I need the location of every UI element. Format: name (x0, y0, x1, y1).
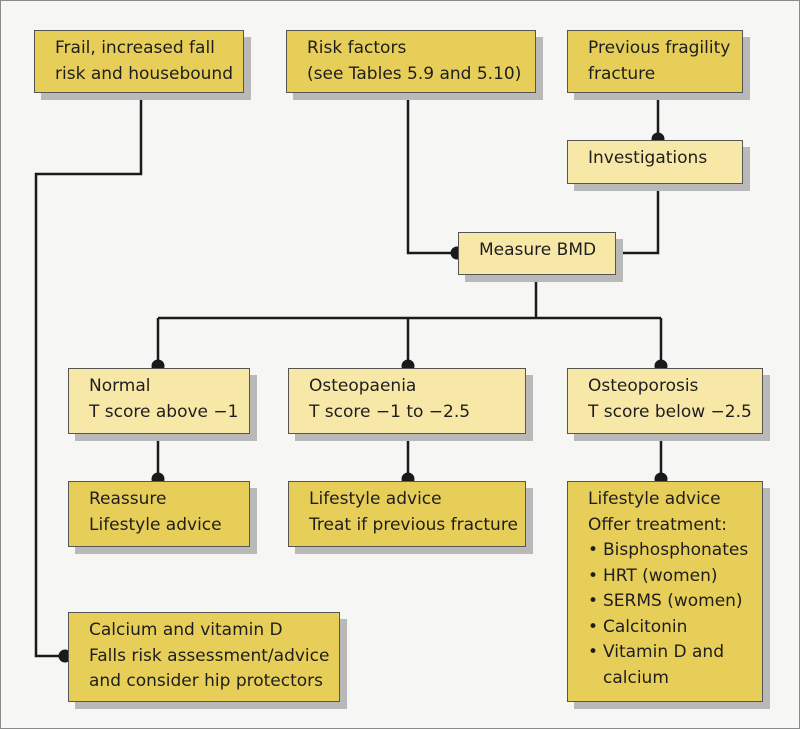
treatment-item: •Bisphosphonates (588, 538, 748, 564)
bullet-icon: • (588, 540, 599, 560)
box-normal-line-1: Normal (89, 376, 151, 396)
box-risk-factors: Risk factors (see Tables 5.9 and 5.10) (286, 30, 536, 93)
box-lifestyle-treat: Lifestyle advice Treat if previous fract… (288, 481, 526, 547)
treatment-item: calcium (588, 666, 744, 692)
connector-frail-to-calcium (34, 93, 143, 658)
bullet-icon: • (588, 616, 599, 637)
box-previous-fracture: Previous fragility fracture (567, 30, 743, 93)
treatment-item: •SERMS (women) (588, 589, 744, 615)
box-normal-line-2: T score above −1 (89, 401, 239, 422)
treatment-item-label: Bisphosphonates (603, 540, 749, 560)
box-osteopaenia-line-2: T score −1 to −2.5 (309, 401, 471, 422)
box-investigations-label: Investigations (588, 148, 708, 168)
treatment-item: •HRT (women) (588, 564, 744, 590)
box-reassure-line-2: Lifestyle advice (89, 514, 222, 535)
box-osteopaenia-line-1: Osteopaenia (309, 376, 417, 396)
box-osteoporosis-line-2: T score below −2.5 (588, 401, 752, 422)
box-fracture-line-1: Previous fragility (588, 38, 731, 58)
box-osteoporosis-line-1: Osteoporosis (588, 376, 699, 396)
box-frail-housebound: Frail, increased fall risk and houseboun… (34, 30, 244, 93)
box-osteopaenia: Osteopaenia T score −1 to −2.5 (288, 368, 526, 434)
treatment-item-label: Vitamin D and (603, 642, 725, 662)
treatment-item-label: SERMS (women) (603, 591, 743, 611)
box-frail-line-2: risk and housebound (55, 63, 234, 84)
box-calcium-line-3: and consider hip protectors (89, 671, 324, 691)
box-bmd-label: Measure BMD (479, 240, 597, 260)
treatment-item: •Vitamin D and (588, 640, 744, 666)
box-calcium-line-2: Falls risk assessment/advice (89, 645, 330, 666)
connector-investigations-to-bmd (616, 184, 660, 255)
box-risk-line-1: Risk factors (307, 38, 407, 58)
box-lifestyle-line-1: Lifestyle advice (309, 489, 442, 509)
treatment-item-label: Calcitonin (603, 616, 688, 637)
box-risk-line-2: (see Tables 5.9 and 5.10) (307, 63, 522, 84)
connector-risk-to-bmd (406, 93, 457, 255)
box-lifestyle-line-2: Treat if previous fracture (309, 514, 518, 535)
treatment-list: •Bisphosphonates•HRT (women)•SERMS (wome… (588, 538, 748, 692)
bullet-icon: • (588, 565, 599, 586)
box-investigations: Investigations (567, 140, 743, 184)
box-treatment-line-2: Offer treatment: (588, 514, 727, 535)
box-frail-line-1: Frail, increased fall (55, 38, 215, 58)
box-normal: Normal T score above −1 (68, 368, 250, 434)
box-measure-bmd: Measure BMD (458, 232, 616, 275)
box-calcium-vitamin-d: Calcium and vitamin D Falls risk assessm… (68, 612, 340, 702)
box-reassure-line-1: Reassure (89, 489, 167, 509)
bullet-icon: • (588, 642, 599, 662)
treatment-item: •Calcitonin (588, 615, 744, 641)
box-calcium-line-1: Calcium and vitamin D (89, 620, 283, 640)
bullet-icon: • (588, 591, 599, 611)
box-osteoporosis: Osteoporosis T score below −2.5 (567, 368, 763, 434)
treatment-item-label: calcium (603, 667, 669, 688)
box-treatment-line-1: Lifestyle advice (588, 489, 721, 509)
box-reassure: Reassure Lifestyle advice (68, 481, 250, 547)
box-offer-treatment: Lifestyle advice Offer treatment: •Bisph… (567, 481, 763, 702)
box-fracture-line-2: fracture (588, 63, 656, 84)
treatment-item-label: HRT (women) (603, 565, 718, 586)
